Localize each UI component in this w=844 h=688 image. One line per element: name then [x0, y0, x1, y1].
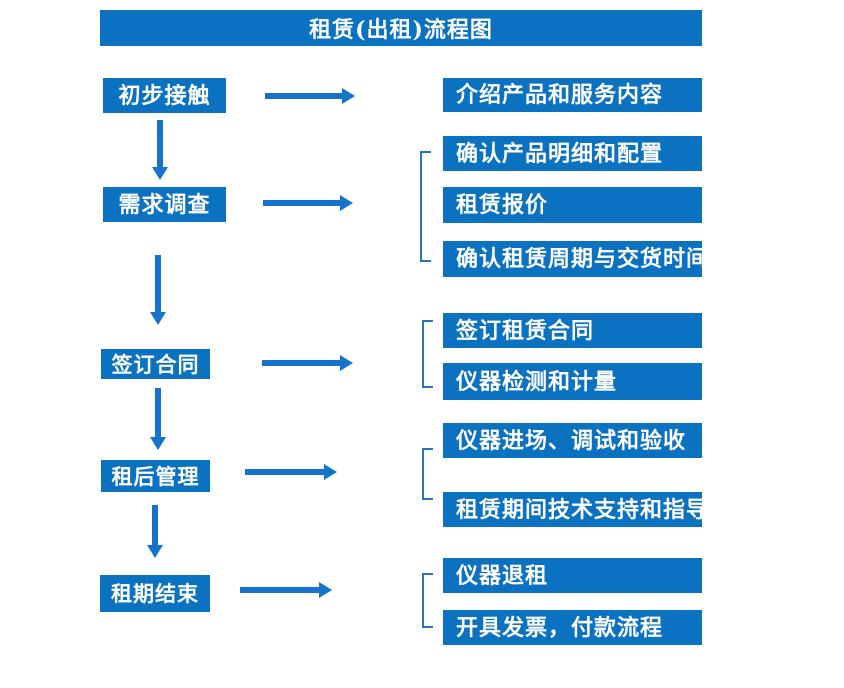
- output-label: 仪器进场、调试和验收: [456, 427, 687, 454]
- output-box-technical-support-guidance: 租赁期间技术支持和指导: [443, 492, 708, 527]
- output-box-instrument-testing-metering: 仪器检测和计量: [443, 363, 702, 400]
- group-bracket-icon: [420, 151, 431, 262]
- step-box-rental-end: 租期结束: [100, 575, 210, 612]
- right-arrow-icon: [240, 582, 332, 598]
- output-box-confirm-rental-period-delivery: 确认租赁周期与交货时间: [443, 241, 708, 277]
- step-box-initial-contact: 初步接触: [103, 78, 226, 113]
- diagram-title: 租赁(出租)流程图: [309, 17, 493, 43]
- right-arrow-icon: [245, 464, 337, 480]
- output-label: 签订租赁合同: [456, 317, 595, 344]
- down-arrow-icon: [150, 255, 166, 325]
- output-label: 介绍产品和服务内容: [456, 82, 664, 108]
- output-box-invoice-payment-process: 开具发票，付款流程: [443, 610, 702, 645]
- down-arrow-icon: [147, 505, 163, 558]
- output-box-sign-rental-contract: 签订租赁合同: [443, 313, 702, 348]
- output-box-introduce-products-services: 介绍产品和服务内容: [443, 78, 702, 112]
- output-label: 仪器检测和计量: [456, 368, 618, 395]
- group-bracket-icon: [422, 573, 433, 628]
- down-arrow-icon: [150, 388, 166, 450]
- step-label: 租后管理: [111, 463, 200, 489]
- step-label: 签订合同: [111, 351, 200, 377]
- down-arrow-icon: [152, 120, 168, 180]
- output-label: 确认产品明细和配置: [456, 140, 664, 167]
- step-box-demand-survey: 需求调查: [103, 187, 226, 222]
- diagram-title-bar: 租赁(出租)流程图: [100, 10, 702, 46]
- step-label: 租期结束: [111, 581, 199, 606]
- step-label: 需求调查: [118, 191, 211, 218]
- group-bracket-icon: [422, 448, 433, 500]
- step-label: 初步接触: [118, 82, 211, 109]
- output-label: 确认租赁周期与交货时间: [456, 246, 710, 272]
- step-box-post-rental-management: 租后管理: [101, 460, 210, 492]
- right-arrow-icon: [265, 88, 355, 104]
- right-arrow-icon: [262, 355, 353, 371]
- output-box-rental-quotation: 租赁报价: [443, 187, 702, 223]
- step-box-sign-contract: 签订合同: [101, 349, 210, 379]
- output-label: 开具发票，付款流程: [456, 614, 664, 641]
- output-label: 仪器退租: [456, 562, 549, 589]
- output-label: 租赁期间技术支持和指导: [456, 496, 710, 523]
- output-box-confirm-product-details: 确认产品明细和配置: [443, 136, 702, 171]
- output-label: 租赁报价: [456, 192, 549, 218]
- right-arrow-icon: [263, 195, 353, 211]
- output-box-instrument-entry-debug-acceptance: 仪器进场、调试和验收: [443, 423, 702, 458]
- group-bracket-icon: [422, 320, 433, 388]
- output-box-instrument-return: 仪器退租: [443, 558, 702, 593]
